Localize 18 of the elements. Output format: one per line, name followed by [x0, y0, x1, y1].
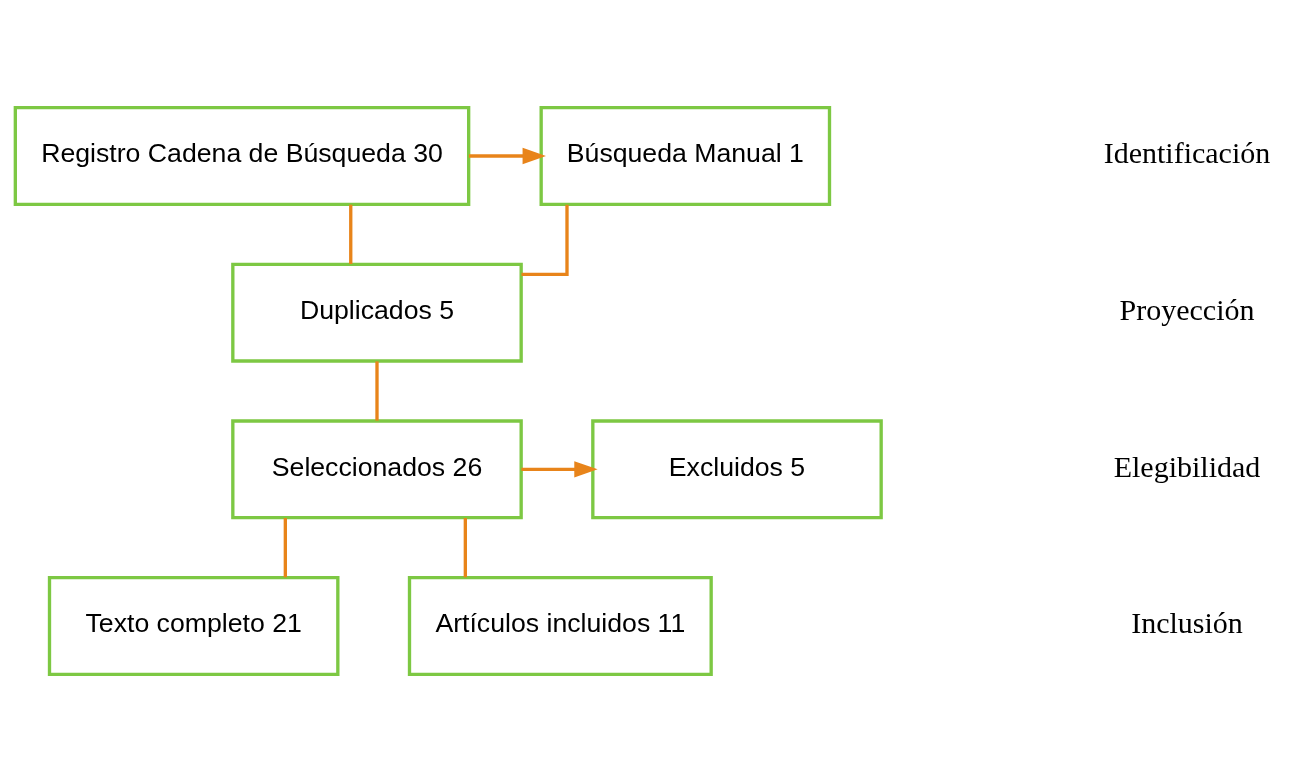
node-box: Texto completo 21 [47, 575, 340, 676]
connector [349, 204, 353, 264]
label: Inclusión [1131, 605, 1243, 639]
arrow [521, 460, 598, 477]
connector [463, 517, 467, 577]
label: Elegibilidad [1113, 449, 1261, 483]
node-box: Duplicados 5 [231, 262, 523, 363]
node-box: Seleccionados 26 [231, 418, 523, 519]
connector [283, 517, 287, 577]
node-box: Artículos incluidos 11 [407, 575, 713, 676]
node-box: Búsqueda Manual 1 [539, 105, 832, 206]
node-box: Registro Cadena de Búsqueda 30 [13, 105, 471, 206]
connector [521, 204, 569, 276]
connector [375, 360, 379, 421]
label: Identificación [1103, 135, 1271, 169]
arrow [468, 147, 546, 164]
label: Proyección [1119, 292, 1255, 326]
node-box: Excluidos 5 [591, 418, 883, 519]
